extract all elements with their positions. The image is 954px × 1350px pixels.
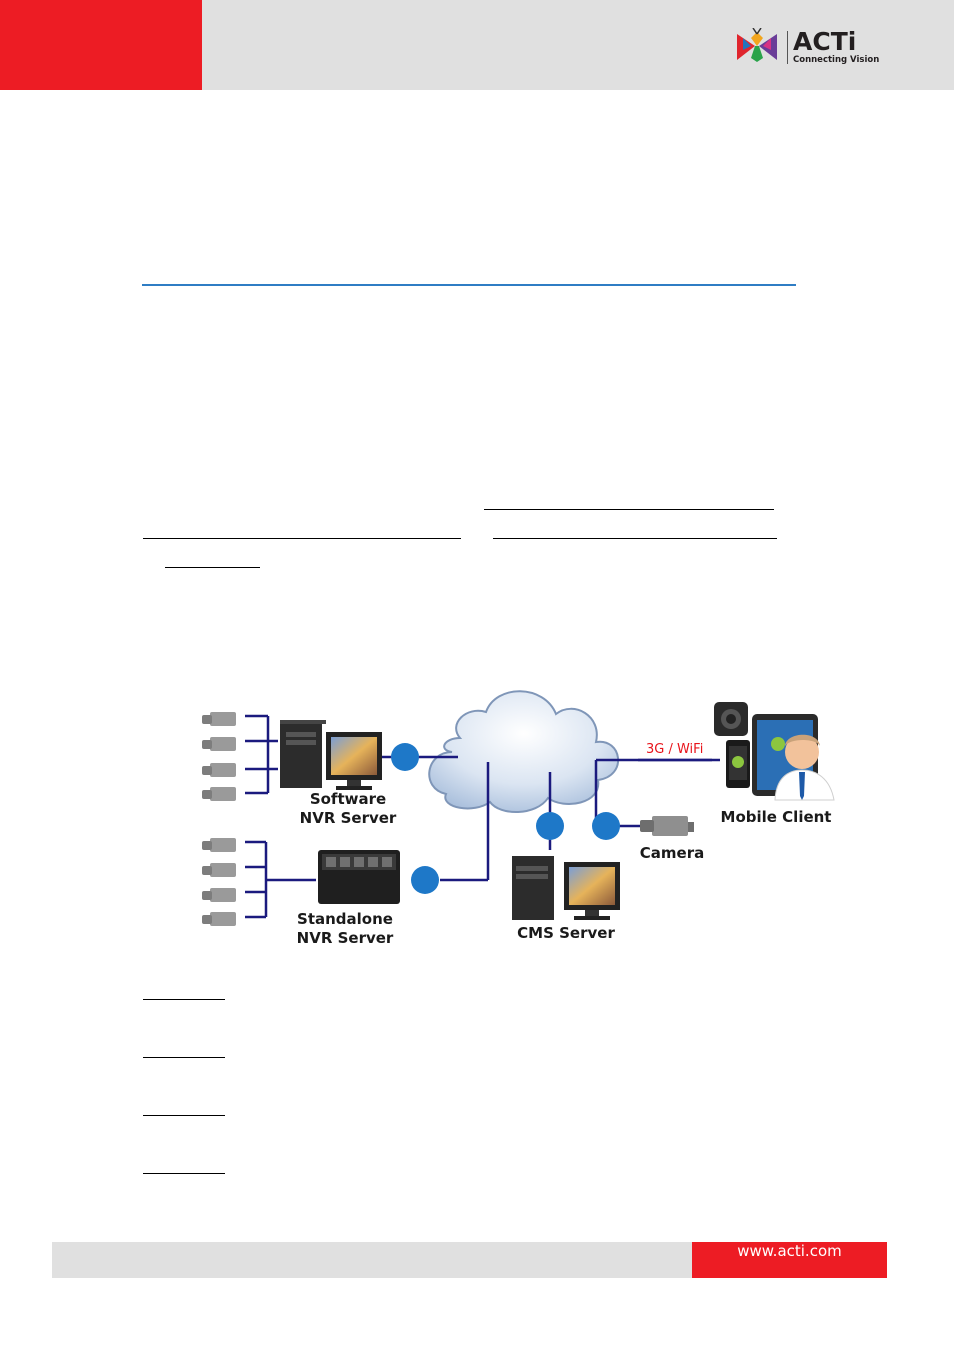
footnote-underline — [143, 1057, 225, 1058]
software-nvr-label: Software NVR Server — [299, 790, 397, 827]
footer-red-block — [692, 1242, 887, 1278]
footnote-underline — [143, 999, 225, 1000]
camera-icon — [202, 838, 236, 926]
hyperlink-underline[interactable] — [165, 567, 260, 568]
mobile-client-label: Mobile Client — [720, 808, 832, 826]
camera-label: Camera — [639, 844, 705, 862]
wifi-link-label: 3G / WiFi — [646, 742, 704, 757]
internet-cloud — [428, 690, 619, 814]
footnote-underline — [143, 1173, 225, 1174]
acti-logo-icon — [737, 28, 777, 62]
footnote-underline — [143, 1115, 225, 1116]
cms-server-label: CMS Server — [517, 924, 615, 942]
header-red-block — [0, 0, 202, 90]
network-links — [245, 714, 720, 919]
standalone-nvr-label: Standalone NVR Server — [296, 910, 394, 947]
acti-logo: ACTi Connecting Vision — [733, 27, 879, 68]
logo-tagline: Connecting Vision — [793, 55, 880, 65]
user-avatar-icon — [774, 734, 835, 801]
camera-icon — [202, 712, 236, 801]
logo-wordmark: ACTi — [793, 27, 857, 56]
network-diagram: Software NVR Server Standalone NVR Serve… — [190, 680, 850, 960]
server-tower-icon — [280, 720, 326, 788]
monitor-icon — [326, 732, 382, 790]
network-diagram-graphic — [202, 690, 835, 926]
hyperlink-underline[interactable] — [484, 509, 774, 510]
camera-icon — [640, 816, 694, 836]
hyperlink-underline[interactable] — [493, 538, 777, 539]
network-nodes — [391, 743, 620, 894]
footer-url-link[interactable]: www.acti.com — [737, 1242, 842, 1260]
standalone-nvr-icon — [318, 850, 400, 904]
cms-server-icon — [512, 856, 620, 920]
logo-separator — [787, 31, 788, 64]
section-rule — [142, 284, 796, 286]
hyperlink-underline[interactable] — [143, 538, 461, 539]
